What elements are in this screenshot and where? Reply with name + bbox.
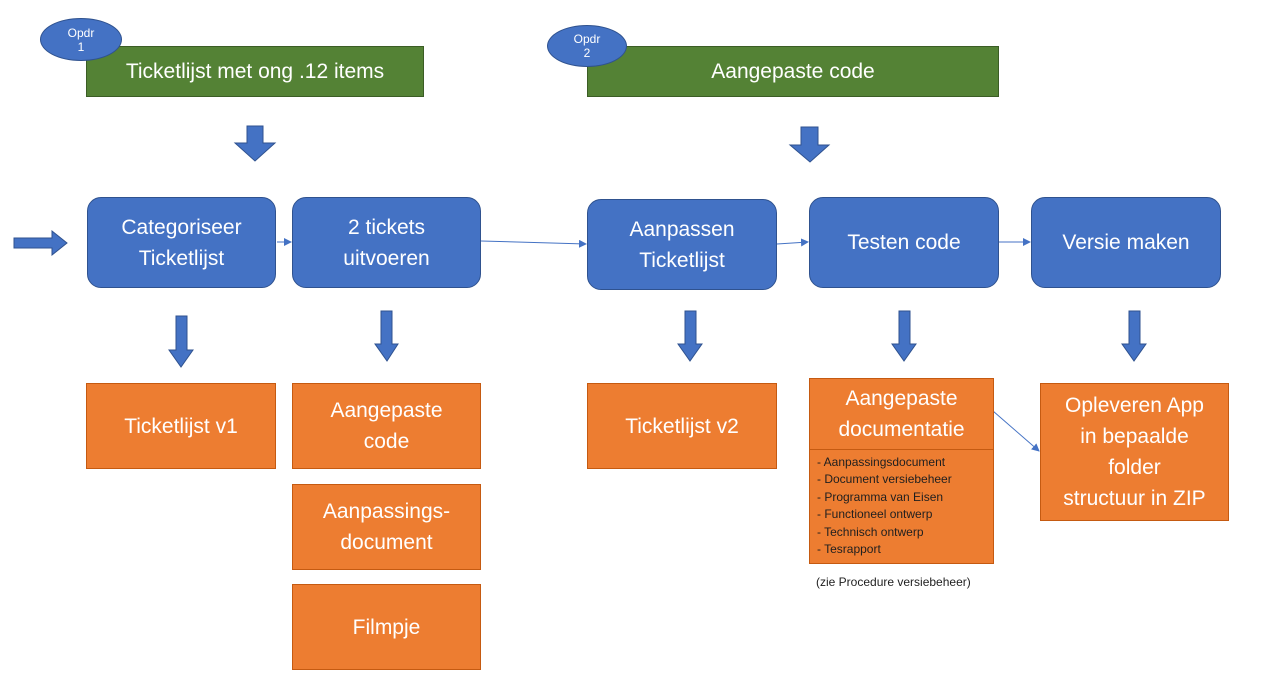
list-item: - Programma van Eisen	[817, 489, 944, 504]
documentatie-note: (zie Procedure versiebeheer)	[816, 575, 971, 589]
list-item: - Technisch ontwerp	[817, 524, 924, 539]
assignment-1-badge: Opdr 1	[40, 18, 122, 61]
documentatie-title: Aangepaste documentatie	[810, 379, 993, 450]
step-versie-maken: Versie maken	[1031, 197, 1221, 288]
assignment-1-title: Ticketlijst met ong .12 items	[125, 59, 385, 83]
down-arrow-opdr1	[233, 125, 277, 162]
documentatie-list: - Aanpassingsdocument - Document versieb…	[810, 450, 993, 558]
down-arrow-opdr2	[788, 126, 831, 163]
assignment-2-badge: Opdr 2	[547, 25, 627, 67]
connector-aanpassen-to-testen	[776, 238, 809, 247]
entry-arrow	[13, 229, 68, 257]
down-arrow-testen	[891, 310, 917, 362]
step-testen-code: Testen code	[809, 197, 999, 288]
connector-uitvoeren-to-aanpassen	[480, 239, 587, 248]
connector-documentatie-to-opleveren	[992, 410, 1040, 452]
deliverable-ticketlijst-v2: Ticketlijst v2	[587, 383, 777, 469]
deliverable-aangepaste-code: Aangepaste code	[292, 383, 481, 469]
deliverable-ticketlijst-v1: Ticketlijst v1	[86, 383, 276, 469]
step-tickets-uitvoeren: 2 tickets uitvoeren	[292, 197, 481, 288]
list-item: - Tesrapport	[817, 542, 881, 557]
list-item: - Aanpassingsdocument	[817, 455, 946, 469]
list-item: - Document versiebeheer	[817, 472, 952, 487]
down-arrow-categoriseer	[168, 315, 194, 368]
deliverable-filmpje: Filmpje	[292, 584, 481, 670]
deliverable-aangepaste-documentatie: Aangepaste documentatie - Aanpassingsdoc…	[809, 378, 994, 564]
step-aanpassen-ticketlijst: Aanpassen Ticketlijst	[587, 199, 777, 290]
deliverable-opleveren-app: Opleveren App in bepaalde folder structu…	[1040, 383, 1229, 521]
down-arrow-aanpassen	[677, 310, 703, 362]
list-item: - Functioneel ontwerp	[817, 507, 933, 522]
down-arrow-uitvoeren	[374, 310, 399, 362]
assignment-1-box: Ticketlijst met ong .12 items	[86, 46, 424, 97]
down-arrow-versie	[1121, 310, 1147, 362]
deliverable-aanpassingsdocument: Aanpassings- document	[292, 484, 481, 570]
step-categoriseer-ticketlijst: Categoriseer Ticketlijst	[87, 197, 276, 288]
assignment-2-title: Aangepaste code	[711, 59, 875, 83]
assignment-2-box: Aangepaste code	[587, 46, 999, 97]
